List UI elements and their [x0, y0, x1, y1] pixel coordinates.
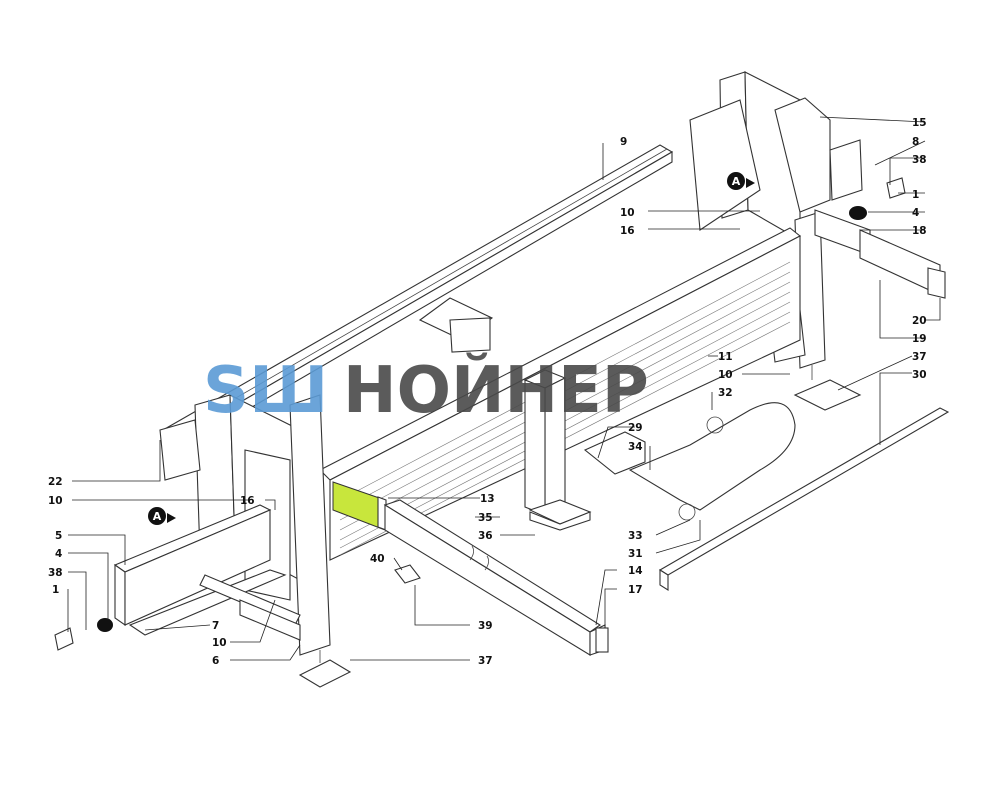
- callout-11: 11: [718, 351, 733, 363]
- callout-labels: 9 15 8 38 1 4 10 16 18 20 19 11 10 32 37…: [48, 117, 927, 667]
- callout-32: 32: [718, 387, 733, 399]
- callout-14: 14: [628, 565, 643, 577]
- view-marker-top: A: [727, 172, 755, 190]
- callout-31: 31: [628, 548, 643, 560]
- callout-10-c: 10: [48, 495, 63, 507]
- callout-36: 36: [478, 530, 493, 542]
- right-crossbeam: [814, 209, 946, 299]
- svg-text:A: A: [153, 510, 162, 523]
- callout-10-d: 10: [212, 637, 227, 649]
- callout-19: 19: [912, 333, 927, 345]
- rear-gantry-column: [689, 71, 863, 369]
- callout-1-right: 1: [912, 189, 919, 201]
- callout-7: 7: [212, 620, 219, 632]
- callout-17: 17: [628, 584, 643, 596]
- callout-20: 20: [912, 315, 927, 327]
- callout-39: 39: [478, 620, 493, 632]
- callout-30: 30: [912, 369, 927, 381]
- back-side-beam: [162, 144, 674, 453]
- callout-29: 29: [628, 422, 643, 434]
- end-plate: [595, 627, 609, 653]
- end-plug-left: [54, 618, 113, 651]
- leader-lines: [67, 116, 941, 661]
- left-crossbeam: [113, 504, 287, 636]
- cable-tray: [658, 407, 950, 591]
- left-base-frame: [199, 574, 301, 641]
- callout-18: 18: [912, 225, 927, 237]
- callout-6: 6: [212, 655, 219, 667]
- callout-4-left: 4: [55, 548, 62, 560]
- center-support-column: [523, 369, 592, 531]
- callout-10-b: 10: [718, 369, 733, 381]
- base-plate-bottom: [298, 650, 352, 688]
- callout-15: 15: [912, 117, 927, 129]
- callout-40: 40: [370, 553, 385, 565]
- cable-chain: [583, 402, 796, 521]
- watermark-logo: SШ НОЙНЕР: [203, 352, 649, 428]
- base-plate-right: [793, 365, 862, 411]
- highlighted-part: [332, 481, 387, 531]
- view-marker-left: A: [148, 507, 176, 525]
- callout-35: 35: [478, 512, 493, 524]
- callout-22: 22: [48, 476, 63, 488]
- callout-5: 5: [55, 530, 62, 542]
- svg-text:A: A: [732, 175, 741, 188]
- callout-9: 9: [620, 136, 627, 148]
- svg-text:SШ: SШ: [203, 354, 328, 428]
- svg-text:НОЙНЕР: НОЙНЕР: [343, 352, 649, 428]
- callout-37-right: 37: [912, 351, 927, 363]
- callout-16-b: 16: [240, 495, 255, 507]
- callout-34: 34: [628, 441, 643, 453]
- bracket-40: [394, 564, 421, 584]
- callout-1-left: 1: [52, 584, 59, 596]
- callout-4-right: 4: [912, 207, 919, 219]
- front-long-beam: [383, 499, 606, 656]
- callout-37-bottom: 37: [478, 655, 493, 667]
- callout-33: 33: [628, 530, 643, 542]
- callout-16-a: 16: [620, 225, 635, 237]
- callout-38-left: 38: [48, 567, 63, 579]
- callout-13: 13: [480, 493, 495, 505]
- callout-8: 8: [912, 136, 919, 148]
- center-bracket: [418, 297, 494, 353]
- callout-38-right: 38: [912, 154, 927, 166]
- left-gantry-frame: [159, 394, 331, 656]
- callout-10-a: 10: [620, 207, 635, 219]
